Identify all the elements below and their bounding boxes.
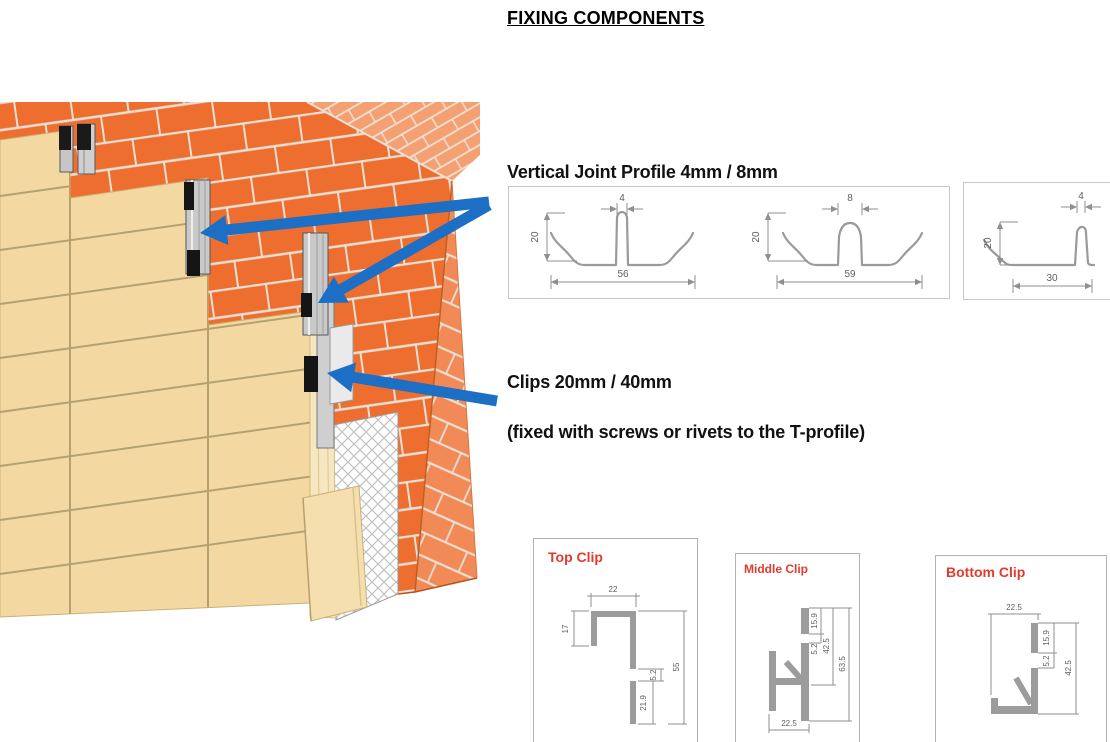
- svg-text:55: 55: [672, 662, 681, 671]
- svg-text:8: 8: [847, 193, 853, 204]
- bottom-clip-drawing: 22.5 15.9 5.2 42.5: [988, 603, 1079, 715]
- edge-profile-drawing: 4 20 30: [982, 191, 1101, 293]
- clips-note: (fixed with screws or rivets to the T-pr…: [507, 422, 865, 442]
- svg-text:22.5: 22.5: [781, 719, 797, 728]
- joint-profile-4mm-8mm-drawing: 4 20 56 8: [530, 193, 924, 289]
- svg-text:5.2: 5.2: [1042, 655, 1051, 667]
- svg-text:15.9: 15.9: [1042, 630, 1051, 646]
- svg-text:17: 17: [561, 624, 570, 633]
- svg-text:56: 56: [617, 269, 629, 280]
- bottom-clip-title: Bottom Clip: [946, 564, 1026, 580]
- t-profile-top-pair: [59, 123, 96, 175]
- svg-text:42.5: 42.5: [822, 638, 831, 654]
- svg-text:5.2: 5.2: [649, 669, 658, 681]
- svg-text:5.2: 5.2: [810, 643, 819, 655]
- loose-panel: [302, 485, 368, 622]
- svg-text:22.5: 22.5: [1006, 603, 1022, 612]
- wall-assembly-illustration: [0, 102, 480, 622]
- top-clip-box: Top Clip 22 17 5.2 21.9 55: [533, 538, 698, 742]
- clips-heading: Clips 20mm / 40mm: [507, 372, 672, 392]
- middle-clip-dims: 15.9 5.2 42.5 63.5 22.5: [768, 607, 852, 733]
- dim-56: 56: [550, 269, 696, 289]
- middle-clip-drawing: 15.9 5.2 42.5 63.5 22.5: [768, 607, 852, 733]
- top-clip-dims: 22 17 5.2 21.9 55: [561, 585, 687, 725]
- svg-text:30: 30: [1046, 273, 1058, 284]
- joint-profile-diagram-box: 4 20 56 8: [508, 186, 950, 299]
- dim-20: 20: [530, 212, 577, 262]
- edge-profile-diagram-box: 4 20 30: [963, 182, 1110, 300]
- svg-text:63.5: 63.5: [838, 656, 847, 672]
- joint-profile-heading: Vertical Joint Profile 4mm / 8mm: [507, 162, 778, 182]
- top-clip-title: Top Clip: [548, 549, 603, 565]
- bottom-clip-box: Bottom Clip 22.5 15.9 5.2 42.5: [935, 555, 1107, 742]
- t-profile-middle: [184, 179, 211, 276]
- dim-4: 4: [601, 193, 643, 215]
- svg-text:59: 59: [844, 269, 856, 280]
- svg-text:22: 22: [609, 585, 618, 594]
- page-title: FIXING COMPONENTS: [507, 8, 705, 28]
- svg-text:4: 4: [1078, 191, 1084, 202]
- svg-text:4: 4: [619, 193, 625, 204]
- svg-text:20: 20: [983, 237, 994, 249]
- svg-text:42.5: 42.5: [1064, 660, 1073, 676]
- svg-text:20: 20: [530, 231, 541, 243]
- dim-8: 8: [822, 193, 878, 215]
- svg-text:20: 20: [751, 231, 762, 243]
- dim-20: 20: [751, 212, 808, 262]
- dim-59: 59: [776, 269, 923, 289]
- dim-20: 20: [983, 221, 1018, 266]
- middle-clip-title: Middle Clip: [744, 562, 808, 576]
- dim-30: 30: [1012, 273, 1093, 293]
- svg-text:15.9: 15.9: [810, 613, 819, 629]
- bottom-clip-dims: 22.5 15.9 5.2 42.5: [988, 603, 1079, 715]
- dim-4: 4: [1061, 191, 1101, 213]
- middle-clip-box: Middle Clip 15.9 5.2 42.5 63.5 22.5: [735, 553, 860, 742]
- top-clip-drawing: 22 17 5.2 21.9 55: [561, 585, 687, 725]
- svg-text:21.9: 21.9: [639, 695, 648, 711]
